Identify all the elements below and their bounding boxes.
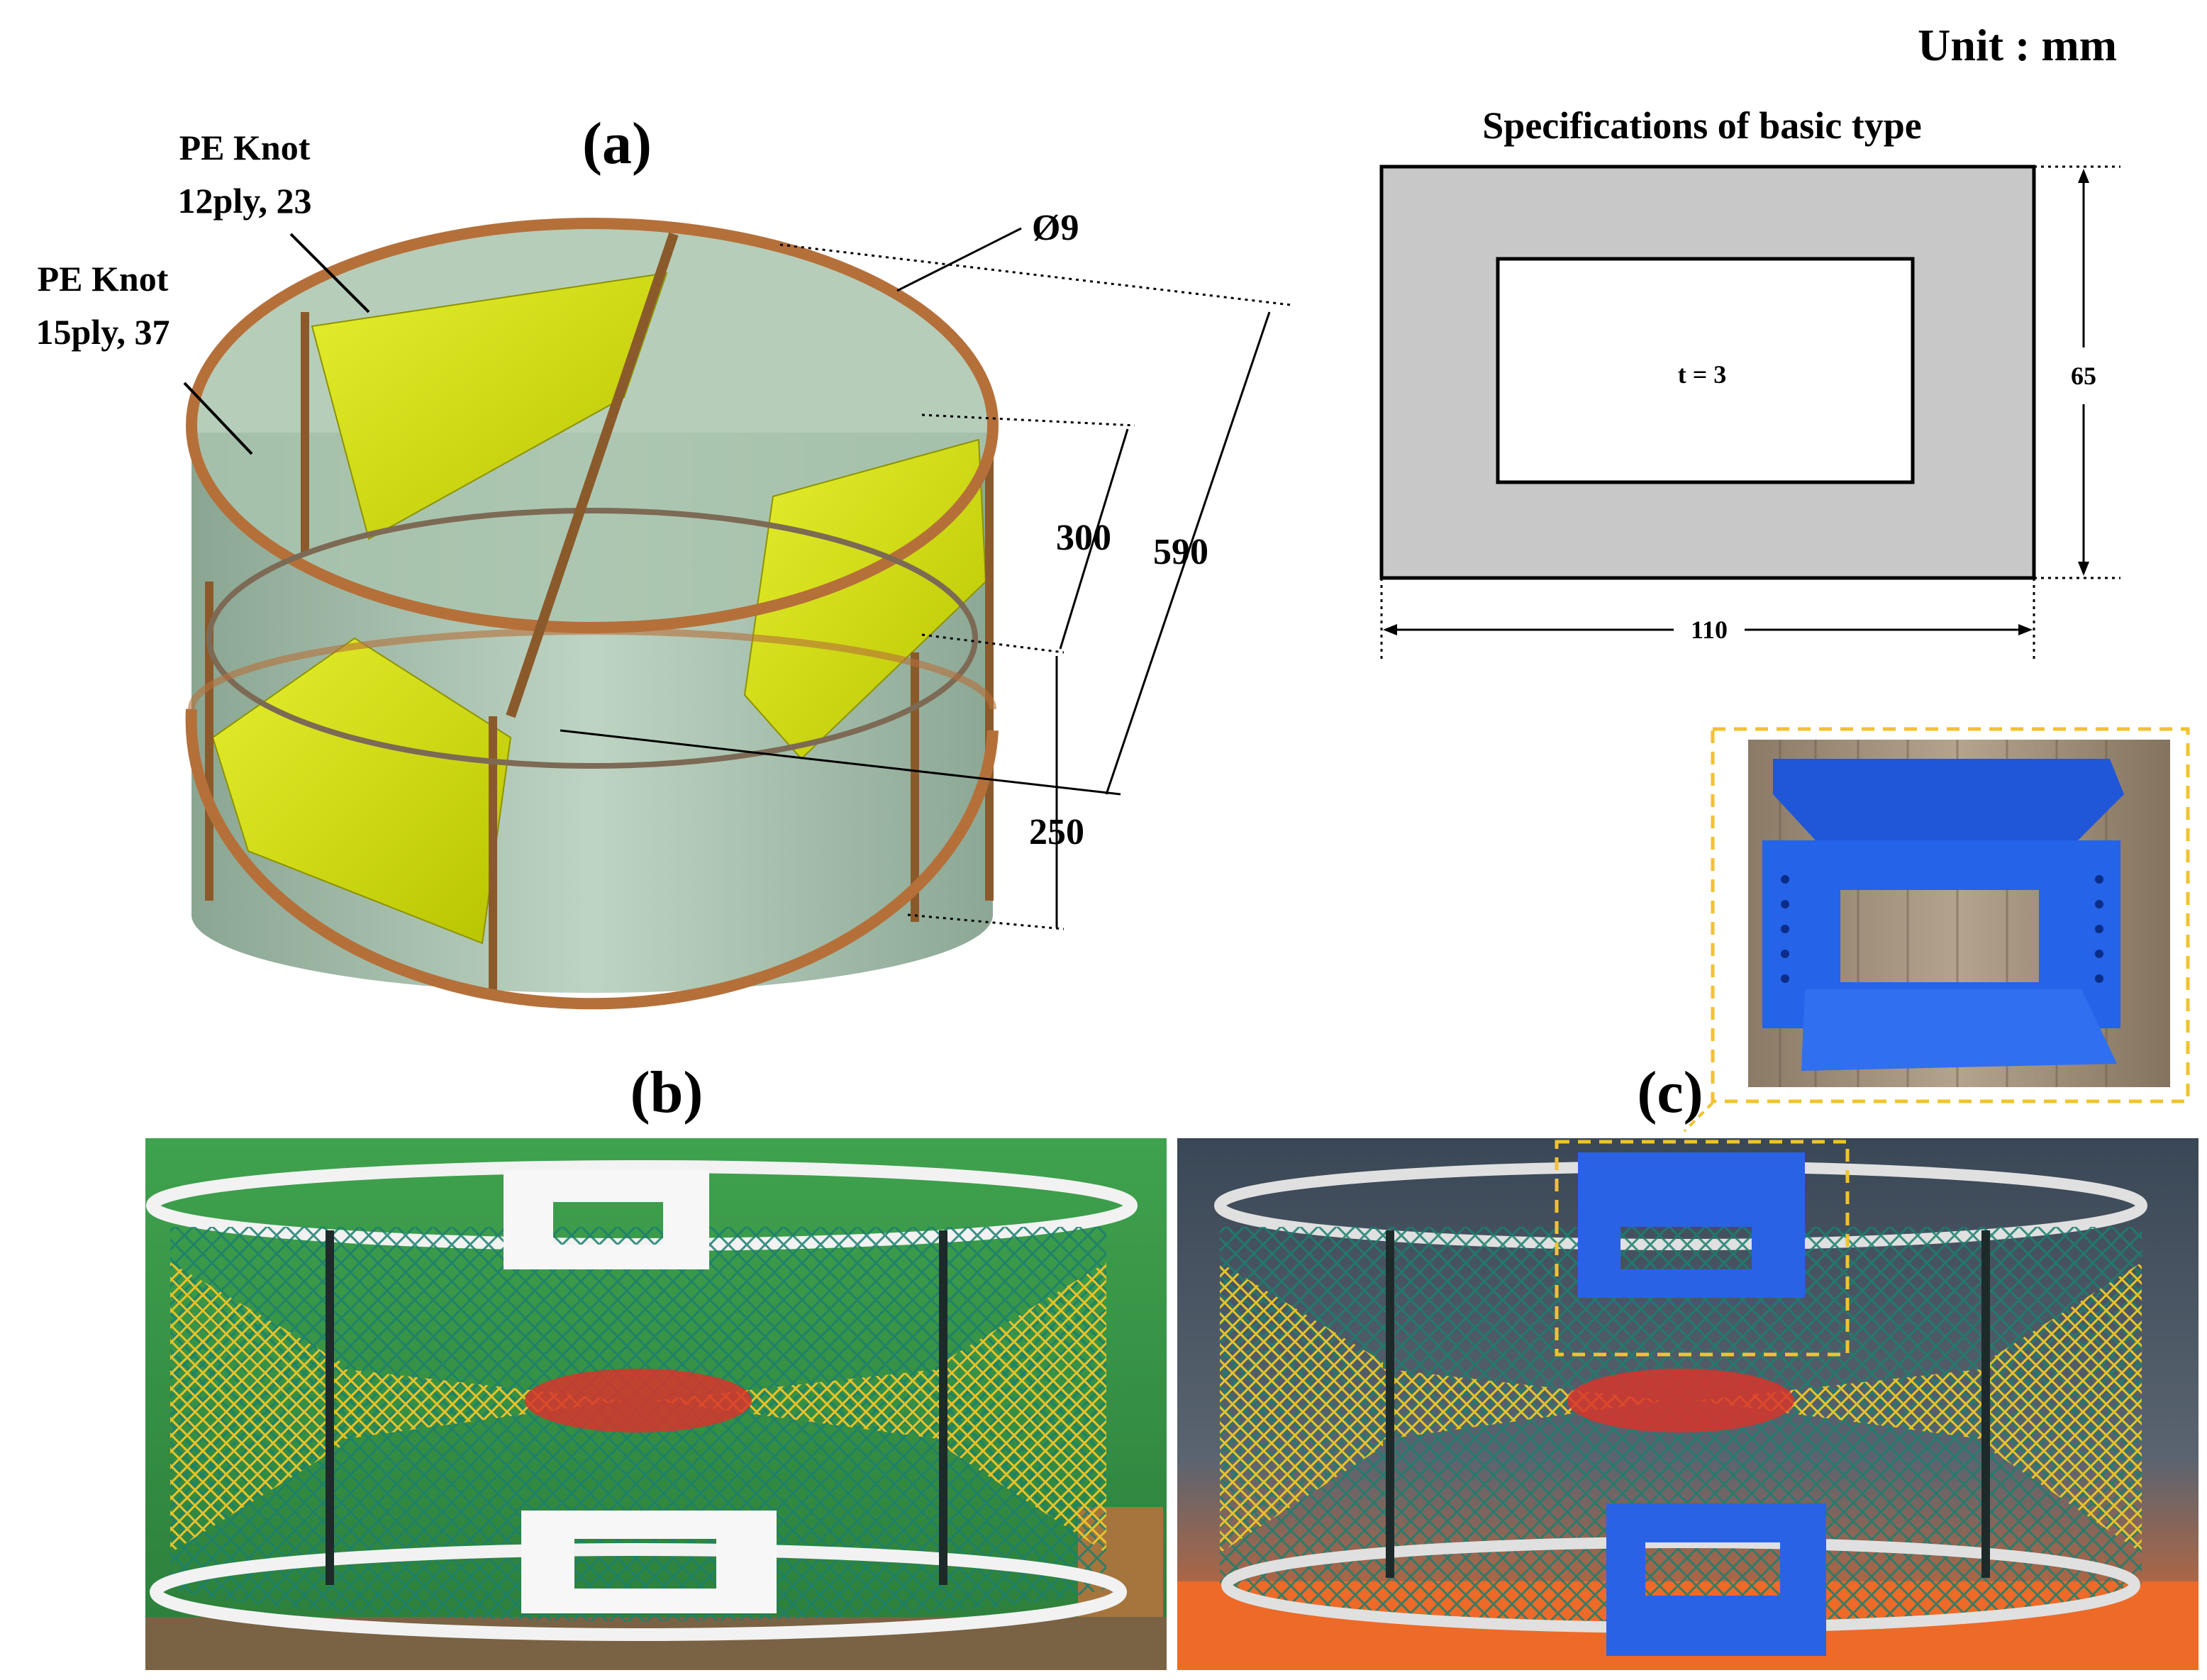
dim-diameter-leader: [896, 227, 1022, 292]
pe-knot-12-line1: PE Knot: [179, 128, 311, 167]
spec-height: 65: [2071, 362, 2096, 390]
dim-frame-diameter: Ø9: [1032, 208, 1079, 248]
spec-dimension-lines: [1380, 165, 2120, 660]
dim-upper-height: 300: [1056, 518, 1111, 558]
photo-c-trap-blue-blocks: [1177, 1138, 2198, 1670]
spec-title: Specifications of basic type: [1482, 104, 1921, 147]
panel-c-label: (c): [1637, 1059, 1703, 1125]
dimension-lines: [560, 243, 1291, 930]
pe-knot-15-leader: [183, 382, 253, 455]
dim-lower-height: 250: [1029, 812, 1084, 852]
unit-label: Unit : mm: [1918, 20, 2117, 70]
pe-knot-15-line2: 15ply, 37: [36, 312, 170, 352]
frame-crossbar: [506, 232, 679, 718]
spec-width: 110: [1691, 616, 1728, 644]
panel-b-label: (b): [630, 1059, 704, 1125]
pe-knot-12-leader: [289, 233, 370, 313]
pe-knot-15-line1: PE Knot: [38, 259, 169, 299]
spec-dimension-arrows: [1383, 169, 2089, 635]
spec-plate-opening: [1496, 257, 1915, 484]
funnel-right: [743, 438, 987, 760]
panel-a-label: (a): [582, 111, 652, 177]
frame-ring-middle: [206, 508, 978, 769]
photo-b-trap-white-plates: [145, 1138, 1167, 1670]
frame-ring-bottom-back: [188, 628, 996, 710]
inset-highlight-frame: [1711, 727, 2190, 1103]
inset-photo-blue-block: [1748, 740, 2170, 1087]
spec-thickness: t = 3: [1678, 360, 1727, 389]
funnel-left-upper: [311, 272, 668, 540]
dim-total-height: 590: [1153, 532, 1208, 572]
inset-connector: [1683, 1101, 1714, 1133]
panel-a-drawing: [185, 218, 999, 1010]
pe-knot-12-line2: 12ply, 23: [178, 181, 312, 221]
frame-ring-bottom: [185, 708, 999, 1010]
